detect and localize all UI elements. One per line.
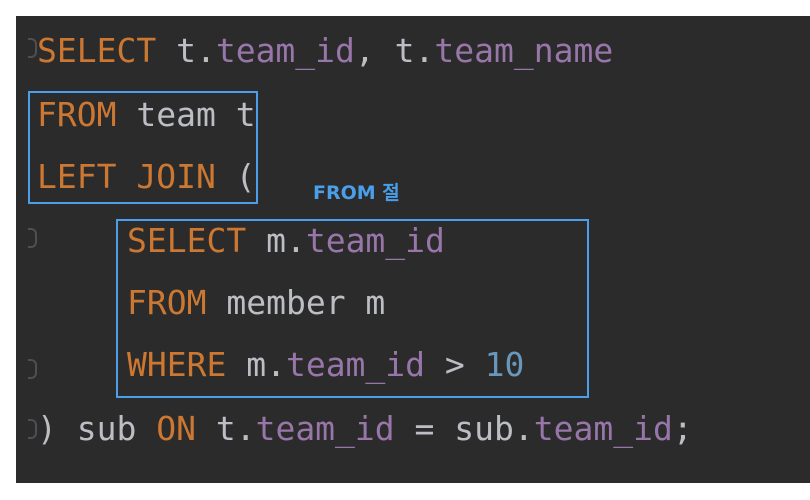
code-line-7: ) sub ON t.team_id = sub.team_id; bbox=[37, 408, 693, 450]
editor-gutter bbox=[16, 16, 40, 483]
fold-marker-icon[interactable] bbox=[28, 359, 37, 379]
code-line-2: FROM team t bbox=[37, 94, 256, 136]
field-name: team_id bbox=[533, 409, 673, 448]
fold-marker-icon[interactable] bbox=[28, 419, 37, 439]
field-name: team_id bbox=[305, 221, 445, 260]
code-text: m. bbox=[246, 221, 306, 260]
code-text: ; bbox=[672, 409, 693, 448]
keyword: LEFT JOIN bbox=[37, 157, 216, 196]
keyword: ON bbox=[156, 409, 196, 448]
fold-marker-icon[interactable] bbox=[28, 228, 37, 248]
highlight-box-subquery bbox=[116, 219, 589, 398]
annotation-label: FROM 절 bbox=[313, 182, 400, 204]
code-editor[interactable]: SELECT t.team_id, t.team_name FROM team … bbox=[16, 16, 810, 483]
keyword: SELECT bbox=[127, 221, 247, 260]
code-text: ( bbox=[215, 157, 256, 196]
code-line-6: WHERE m.team_id > 10 bbox=[127, 344, 524, 386]
code-text: t. bbox=[195, 409, 256, 448]
field-name: team_id bbox=[285, 345, 426, 384]
keyword: FROM bbox=[37, 95, 117, 134]
number-literal: 10 bbox=[484, 345, 525, 384]
code-text: m. bbox=[226, 345, 286, 384]
code-line-3: LEFT JOIN ( bbox=[37, 156, 256, 198]
field-name: team_id bbox=[215, 31, 355, 70]
code-text: member m bbox=[206, 283, 386, 322]
field-name: team_id bbox=[255, 409, 395, 448]
code-text: , t. bbox=[354, 31, 435, 70]
code-text: ) sub bbox=[37, 409, 157, 448]
code-text: = sub. bbox=[394, 409, 534, 448]
field-name: team_name bbox=[434, 31, 614, 70]
code-text: > bbox=[425, 345, 485, 384]
code-text: t. bbox=[156, 31, 216, 70]
code-line-4: SELECT m.team_id bbox=[127, 220, 445, 262]
code-text: team bbox=[116, 95, 236, 134]
code-line-5: FROM member m bbox=[127, 282, 385, 324]
keyword: FROM bbox=[127, 283, 207, 322]
highlight-box-from-clause bbox=[28, 91, 258, 204]
keyword: WHERE bbox=[127, 345, 227, 384]
fold-marker-icon[interactable] bbox=[28, 38, 37, 58]
code-line-1: SELECT t.team_id, t.team_name bbox=[37, 30, 613, 72]
keyword: SELECT bbox=[37, 31, 157, 70]
code-text: t bbox=[235, 95, 256, 134]
